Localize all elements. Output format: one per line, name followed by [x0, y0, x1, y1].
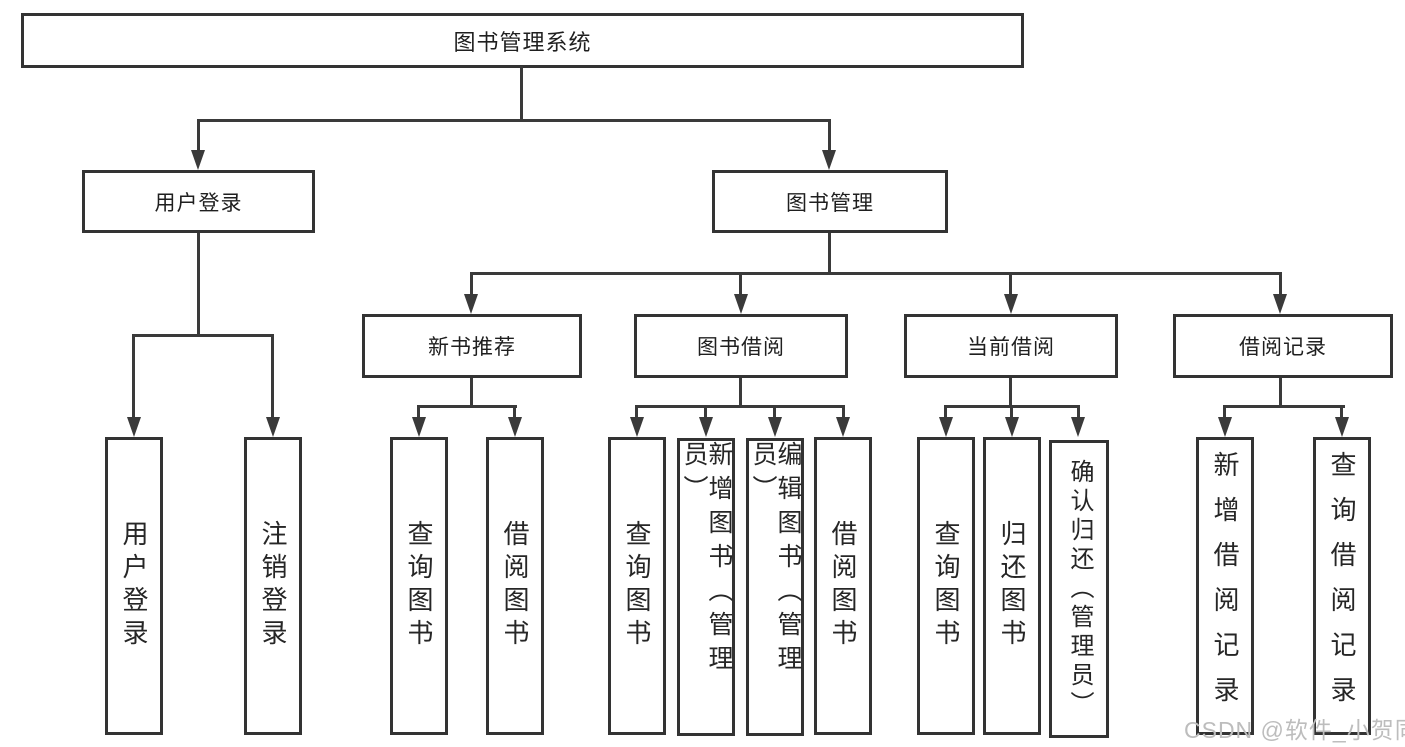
leaf-add-books-admin: 新增图书（管理员）	[677, 438, 735, 736]
arrow-down-icon	[464, 294, 478, 314]
leaf-confirm-return-admin: 确认归还（管理员）	[1049, 440, 1109, 738]
arrow-down-icon	[939, 417, 953, 437]
arrow-down-icon	[1004, 294, 1018, 314]
arrow-down-icon	[1335, 417, 1349, 437]
node-label: 当前借阅	[967, 336, 1055, 359]
arrow-down-icon	[191, 150, 205, 170]
node-root: 图书管理系统	[21, 13, 1024, 68]
leaf-borrow-books: 借阅图书	[814, 437, 872, 735]
node-book-borrow: 图书借阅	[634, 314, 848, 378]
connector-user-login-branch	[132, 334, 274, 337]
connector-drop	[513, 405, 516, 419]
connector-drop	[132, 334, 135, 419]
arrow-down-icon	[734, 294, 748, 314]
leaf-label: 借阅图书	[500, 520, 530, 652]
leaf-label: 确认归还（管理员）	[1066, 458, 1093, 720]
csdn-watermark: CSDN @软件_小贺同学	[1184, 717, 1405, 743]
connector-stub	[470, 378, 473, 408]
arrow-down-icon	[768, 417, 782, 437]
leaf-user-login: 用户登录	[105, 437, 163, 735]
leaf-query-borrow-record: 查询借阅记录	[1313, 437, 1371, 735]
connector-user-login-stub	[197, 233, 200, 336]
node-current-borrow: 当前借阅	[904, 314, 1118, 378]
connector-drop	[271, 334, 274, 419]
arrow-down-icon	[266, 417, 280, 437]
leaf-query-books: 查询图书	[390, 437, 448, 735]
node-label: 新书推荐	[428, 336, 516, 359]
connector-drop	[1010, 405, 1013, 419]
leaf-label: 查询图书	[622, 520, 652, 652]
arrow-down-icon	[508, 417, 522, 437]
leaf-label: 查询图书	[931, 520, 961, 652]
connector-drop	[417, 405, 420, 419]
leaf-label: 查询借阅记录	[1327, 451, 1357, 721]
leaf-label: 借阅图书	[828, 520, 858, 652]
leaf-label: 注销登录	[258, 520, 288, 652]
leaf-label: 用户登录	[119, 520, 149, 652]
connector-drop	[842, 405, 845, 419]
leaf-label: 新增借阅记录	[1210, 451, 1240, 721]
leaf-return-books: 归还图书	[983, 437, 1041, 735]
connector-stub	[1279, 378, 1282, 408]
connector-stub	[739, 378, 742, 408]
connector-book-mgmt-branch	[470, 272, 1282, 275]
connector-branch	[1223, 405, 1345, 408]
connector-drop	[704, 405, 707, 419]
arrow-down-icon	[1273, 294, 1287, 314]
connector-stub	[1009, 378, 1012, 408]
node-user-login: 用户登录	[82, 170, 315, 233]
node-label: 图书借阅	[697, 336, 785, 359]
leaf-query-books: 查询图书	[608, 437, 666, 735]
leaf-borrow-books: 借阅图书	[486, 437, 544, 735]
arrow-down-icon	[822, 150, 836, 170]
connector-drop	[739, 272, 742, 294]
arrow-down-icon	[127, 417, 141, 437]
connector-drop	[470, 272, 473, 294]
node-book-mgmt: 图书管理	[712, 170, 948, 233]
connector-branch	[417, 405, 517, 408]
leaf-add-borrow-record: 新增借阅记录	[1196, 437, 1254, 735]
connector-drop	[773, 405, 776, 419]
connector-drop	[1279, 272, 1282, 294]
leaf-label: 新增图书（管理员）	[680, 441, 733, 679]
connector-root-stub	[520, 66, 523, 120]
arrow-down-icon	[1005, 417, 1019, 437]
arrow-down-icon	[412, 417, 426, 437]
arrow-down-icon	[630, 417, 644, 437]
arrow-down-icon	[836, 417, 850, 437]
arrow-down-icon	[699, 417, 713, 437]
node-book-mgmt-label: 图书管理	[786, 191, 874, 215]
connector-branch	[635, 405, 845, 408]
leaf-label: 编辑图书（管理员）	[749, 441, 802, 679]
leaf-edit-books-admin: 编辑图书（管理员）	[746, 438, 804, 736]
node-label: 借阅记录	[1239, 336, 1327, 359]
connector-drop	[1009, 272, 1012, 294]
connector-drop	[1077, 405, 1080, 419]
connector-drop	[1223, 405, 1226, 419]
arrow-down-icon	[1071, 417, 1085, 437]
leaf-logout: 注销登录	[244, 437, 302, 735]
connector-drop	[635, 405, 638, 419]
node-borrow-record: 借阅记录	[1173, 314, 1393, 378]
connector-book-mgmt-stub	[828, 233, 831, 274]
connector-drop	[1340, 405, 1343, 419]
leaf-query-books: 查询图书	[917, 437, 975, 735]
leaf-label: 归还图书	[997, 520, 1027, 652]
node-new-book-recommend: 新书推荐	[362, 314, 582, 378]
leaf-label: 查询图书	[404, 520, 434, 652]
connector-drop-user-login	[197, 119, 200, 152]
connector-drop	[944, 405, 947, 419]
connector-drop-book-mgmt	[828, 119, 831, 152]
node-user-login-label: 用户登录	[154, 191, 243, 215]
arrow-down-icon	[1218, 417, 1232, 437]
connector-root-branch	[197, 119, 831, 122]
node-root-label: 图书管理系统	[453, 29, 592, 55]
